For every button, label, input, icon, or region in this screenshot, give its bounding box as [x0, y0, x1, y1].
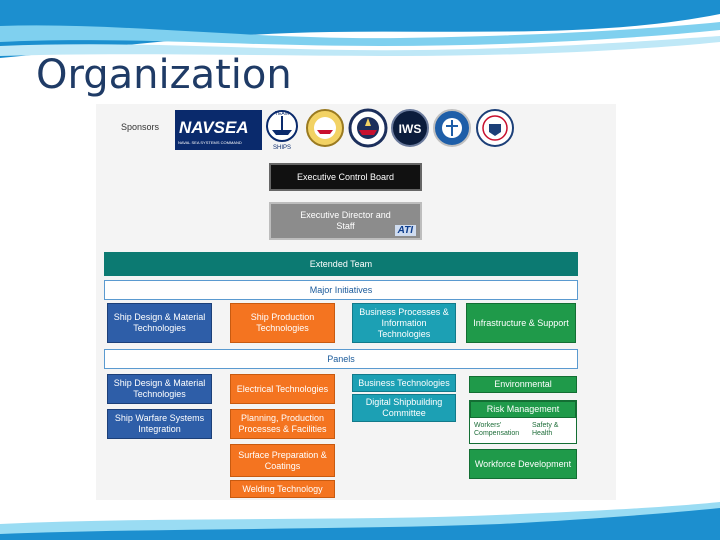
svg-text:TEAM: TEAM [275, 111, 289, 117]
seal-3-icon: IWS [391, 109, 429, 147]
seal-5-icon [476, 109, 514, 147]
executive-control-board-box: Executive Control Board [269, 163, 422, 191]
initiative-ship-production: Ship Production Technologies [230, 303, 335, 343]
panel-business-technologies: Business Technologies [352, 374, 456, 392]
panel-risk-management-group: Risk Management Workers' Compensation Sa… [469, 400, 577, 444]
seal-4-icon [433, 109, 471, 147]
panel-environmental: Environmental [469, 376, 577, 393]
navsea-logo-text: NAVSEA [179, 118, 249, 137]
executive-director-label: Executive Director and Staff [300, 210, 391, 231]
footer-wave-decoration [0, 502, 720, 540]
initiative-ship-design: Ship Design & Material Technologies [107, 303, 212, 343]
navsea-logo-subtext: NAVAL SEA SYSTEMS COMMAND [178, 140, 242, 145]
panel-surface-preparation: Surface Preparation & Coatings [230, 444, 335, 477]
panel-risk-management: Risk Management [470, 401, 576, 418]
panel-welding: Welding Technology [230, 480, 335, 498]
major-initiatives-header: Major Initiatives [104, 280, 578, 300]
sponsors-label: Sponsors [121, 122, 160, 132]
seal-2-icon [348, 108, 388, 148]
executive-director-box: Executive Director and Staff ATI [269, 202, 422, 240]
panel-ship-warfare: Ship Warfare Systems Integration [107, 409, 212, 439]
initiative-infrastructure: Infrastructure & Support [466, 303, 576, 343]
panel-workforce: Workforce Development [469, 449, 577, 479]
panels-header: Panels [104, 349, 578, 369]
svg-text:IWS: IWS [399, 122, 422, 136]
panel-electrical: Electrical Technologies [230, 374, 335, 404]
extended-team-bar: Extended Team [104, 252, 578, 276]
risk-subpanel-workers-comp: Workers' Compensation [474, 422, 520, 437]
navsea-logo: NAVSEA NAVAL SEA SYSTEMS COMMAND [175, 110, 262, 150]
seal-1-icon [306, 109, 344, 147]
ati-logo: ATI [394, 225, 416, 236]
initiative-business-processes: Business Processes & Information Technol… [352, 303, 456, 343]
team-ships-seal: TEAM SHIPS [266, 110, 298, 151]
svg-text:SHIPS: SHIPS [273, 145, 291, 151]
panel-ship-design: Ship Design & Material Technologies [107, 374, 212, 404]
panel-planning-production: Planning, Production Processes & Facilit… [230, 409, 335, 439]
panel-digital-shipbuilding: Digital Shipbuilding Committee [352, 394, 456, 422]
slide-title: Organization [36, 52, 292, 98]
risk-subpanel-safety-health: Safety & Health [532, 422, 559, 437]
